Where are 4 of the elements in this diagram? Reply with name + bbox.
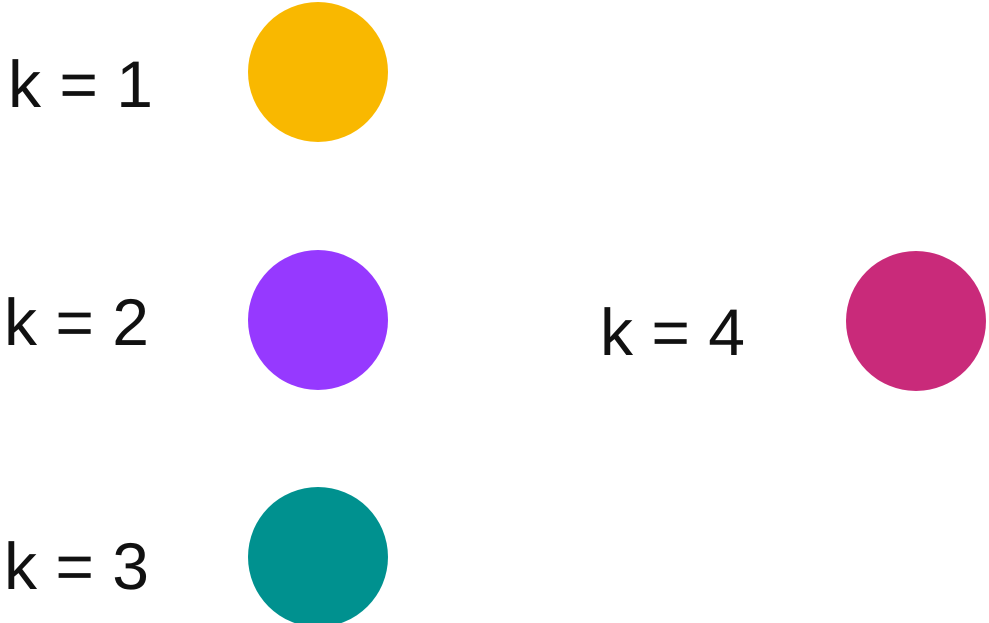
legend-label: k = 3: [4, 533, 149, 599]
legend-label: k = 4: [600, 299, 745, 365]
legend-label: k = 1: [8, 51, 153, 117]
legend-label: k = 2: [4, 289, 149, 355]
